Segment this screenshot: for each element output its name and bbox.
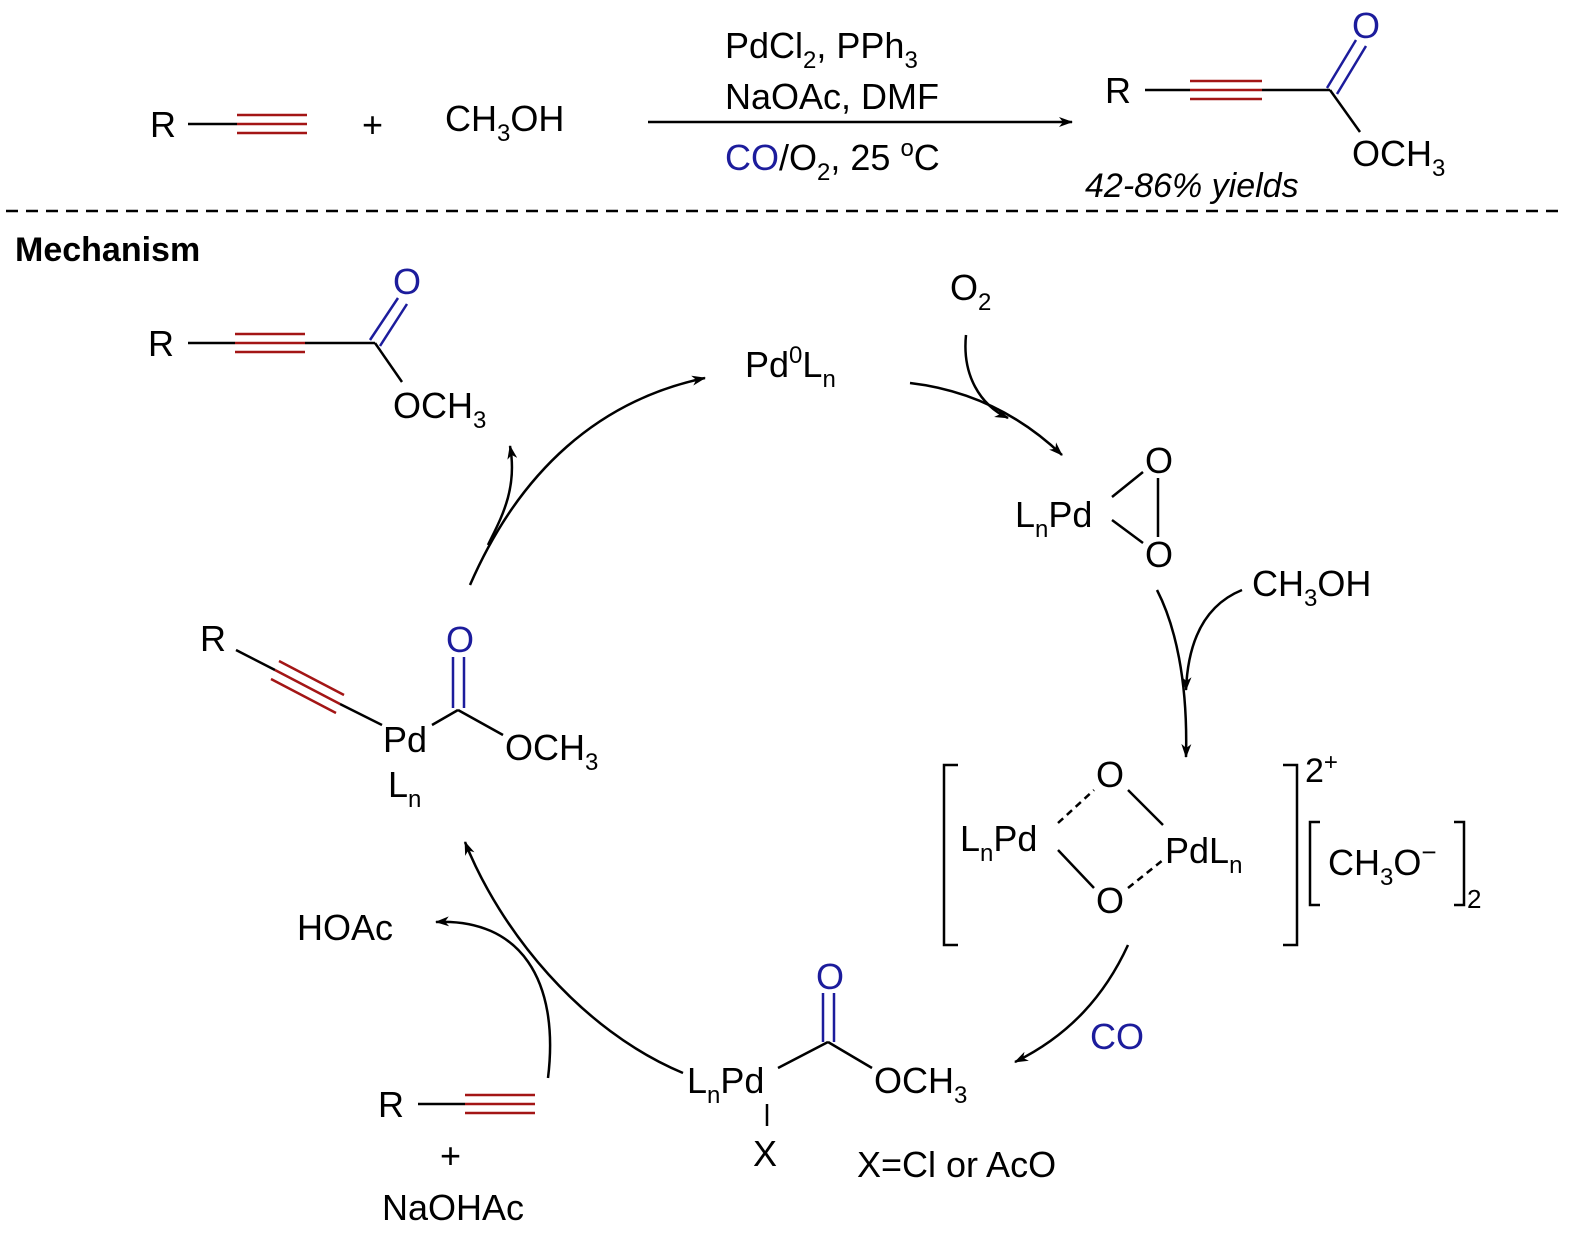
pd-o-bond xyxy=(1111,471,1144,498)
methanolysis-arrow xyxy=(1155,589,1192,758)
dimer-pd-right: PdLn xyxy=(1165,830,1242,879)
dimer-pd-left: LnPd xyxy=(960,818,1037,867)
methoxide-counter-ion: CH3O− 2 xyxy=(1308,820,1481,914)
product-release-arrow xyxy=(486,445,518,546)
ester-product: R O OCH3 xyxy=(1105,5,1445,182)
dimer-oxygen-bottom: O xyxy=(1096,880,1124,921)
left-bracket xyxy=(942,763,958,947)
reductive-elimination-arrow xyxy=(468,375,706,586)
x-definition: X=Cl or AcO xyxy=(857,1144,1056,1185)
methanol-reactant: CH3OH xyxy=(445,98,564,147)
dimer-charge: 2+ xyxy=(1305,749,1338,790)
methoxide-formula: CH3O− xyxy=(1328,837,1437,891)
triple-bond xyxy=(235,332,305,354)
peroxo-oxygen-top: O xyxy=(1145,440,1173,481)
carbonyl-double-bond xyxy=(451,657,466,708)
dative-bond xyxy=(1127,859,1164,889)
right-bracket xyxy=(1454,820,1466,907)
pd-dimer-complex: LnPd O O PdLn 2+ xyxy=(942,749,1338,947)
r-group-label: R xyxy=(200,618,226,659)
triple-bond xyxy=(1190,79,1262,101)
transmetalation-arrow xyxy=(463,841,684,1075)
dative-bond xyxy=(1057,789,1095,824)
methoxycarbonyl-pd-complex: LnPd O OCH3 X xyxy=(687,956,967,1174)
methoxy-group: OCH3 xyxy=(1352,133,1445,182)
methoxy-group: OCH3 xyxy=(393,385,486,434)
alkyne-reactant: R xyxy=(150,104,307,145)
sodium-acetate-reagent: NaOHAc xyxy=(382,1187,524,1228)
conditions-line-1: PdCl2, PPh3 xyxy=(725,25,918,74)
alkyne-reagent: R xyxy=(378,1084,535,1125)
triple-bond xyxy=(465,1093,535,1115)
r-group-label: R xyxy=(150,104,176,145)
pd-o-bond xyxy=(1057,849,1095,889)
methoxy-group: OCH3 xyxy=(874,1060,967,1109)
x-ligand: X xyxy=(753,1133,777,1174)
carbonyl-oxygen: O xyxy=(446,619,474,660)
carbonyl-oxygen: O xyxy=(1352,5,1380,46)
peroxo-ligand: LnPd xyxy=(1015,494,1092,543)
oxidation-arrow xyxy=(909,381,1063,456)
carbonyl-oxygen: O xyxy=(816,956,844,997)
pd-peroxo-complex: LnPd O O xyxy=(1015,440,1173,575)
left-bracket xyxy=(1308,820,1320,907)
methanol-addition-arrow xyxy=(1181,588,1243,691)
catalytic-cycle-arrows xyxy=(435,334,1243,1079)
pd0-catalyst: Pd0Ln xyxy=(745,342,836,393)
plus-sign: + xyxy=(362,104,383,145)
triple-bond xyxy=(237,113,307,135)
r-group-label: R xyxy=(148,323,174,364)
conditions-line-3: CO/O2, 25 oC xyxy=(725,135,940,186)
ester-bond xyxy=(1328,89,1362,133)
pd-ligand: Ln xyxy=(388,764,421,813)
carbonyl-double-bond xyxy=(821,993,836,1042)
acetic-acid-byproduct: HOAc xyxy=(297,907,393,948)
conditions-line-2: NaOAc, DMF xyxy=(725,76,939,117)
acetic-acid-release-arrow xyxy=(435,916,552,1079)
carbonyl-oxygen: O xyxy=(393,261,421,302)
pd-center: Pd xyxy=(383,719,427,760)
triple-bond xyxy=(270,659,345,715)
co-reagent: CO xyxy=(1090,1016,1144,1057)
counter-ion-count: 2 xyxy=(1467,884,1481,914)
r-group-label: R xyxy=(378,1084,404,1125)
plus-sign: + xyxy=(440,1135,461,1176)
single-bond xyxy=(339,702,383,727)
dimer-oxygen-top: O xyxy=(1096,754,1124,795)
peroxo-oxygen-bottom: O xyxy=(1145,534,1173,575)
acyl-pd-label: LnPd xyxy=(687,1060,764,1109)
pd-c-bond xyxy=(777,1040,829,1070)
released-ester-product: R O OCH3 xyxy=(148,261,486,434)
right-bracket xyxy=(1283,763,1299,947)
carbonyl-double-bond xyxy=(368,297,409,347)
alkynyl-pd-ester-complex: R Pd Ln O OCH3 xyxy=(200,618,598,813)
methoxy-group: OCH3 xyxy=(505,727,598,776)
methanol-reagent: CH3OH xyxy=(1252,563,1371,612)
carbonyl-double-bond xyxy=(1325,39,1368,95)
mechanism-title: Mechanism xyxy=(15,231,200,269)
pd-o-bond xyxy=(1127,789,1164,826)
ester-bond xyxy=(827,1040,873,1070)
co-insertion-arrow xyxy=(1014,944,1130,1064)
r-group-label: R xyxy=(1105,70,1131,111)
single-bond xyxy=(235,648,276,672)
pd-c-bond xyxy=(431,708,459,727)
ester-bond xyxy=(457,708,504,737)
pd-o-bond xyxy=(1111,518,1144,545)
o2-addition-arrow xyxy=(964,334,1009,420)
yield-label: 42-86% yields xyxy=(1085,167,1299,205)
overall-reaction: R + CH3OH PdCl2, PPh3 NaOAc, DMF CO/O2, … xyxy=(150,5,1445,205)
oxygen-reagent: O2 xyxy=(950,267,991,316)
ester-bond xyxy=(373,342,404,383)
